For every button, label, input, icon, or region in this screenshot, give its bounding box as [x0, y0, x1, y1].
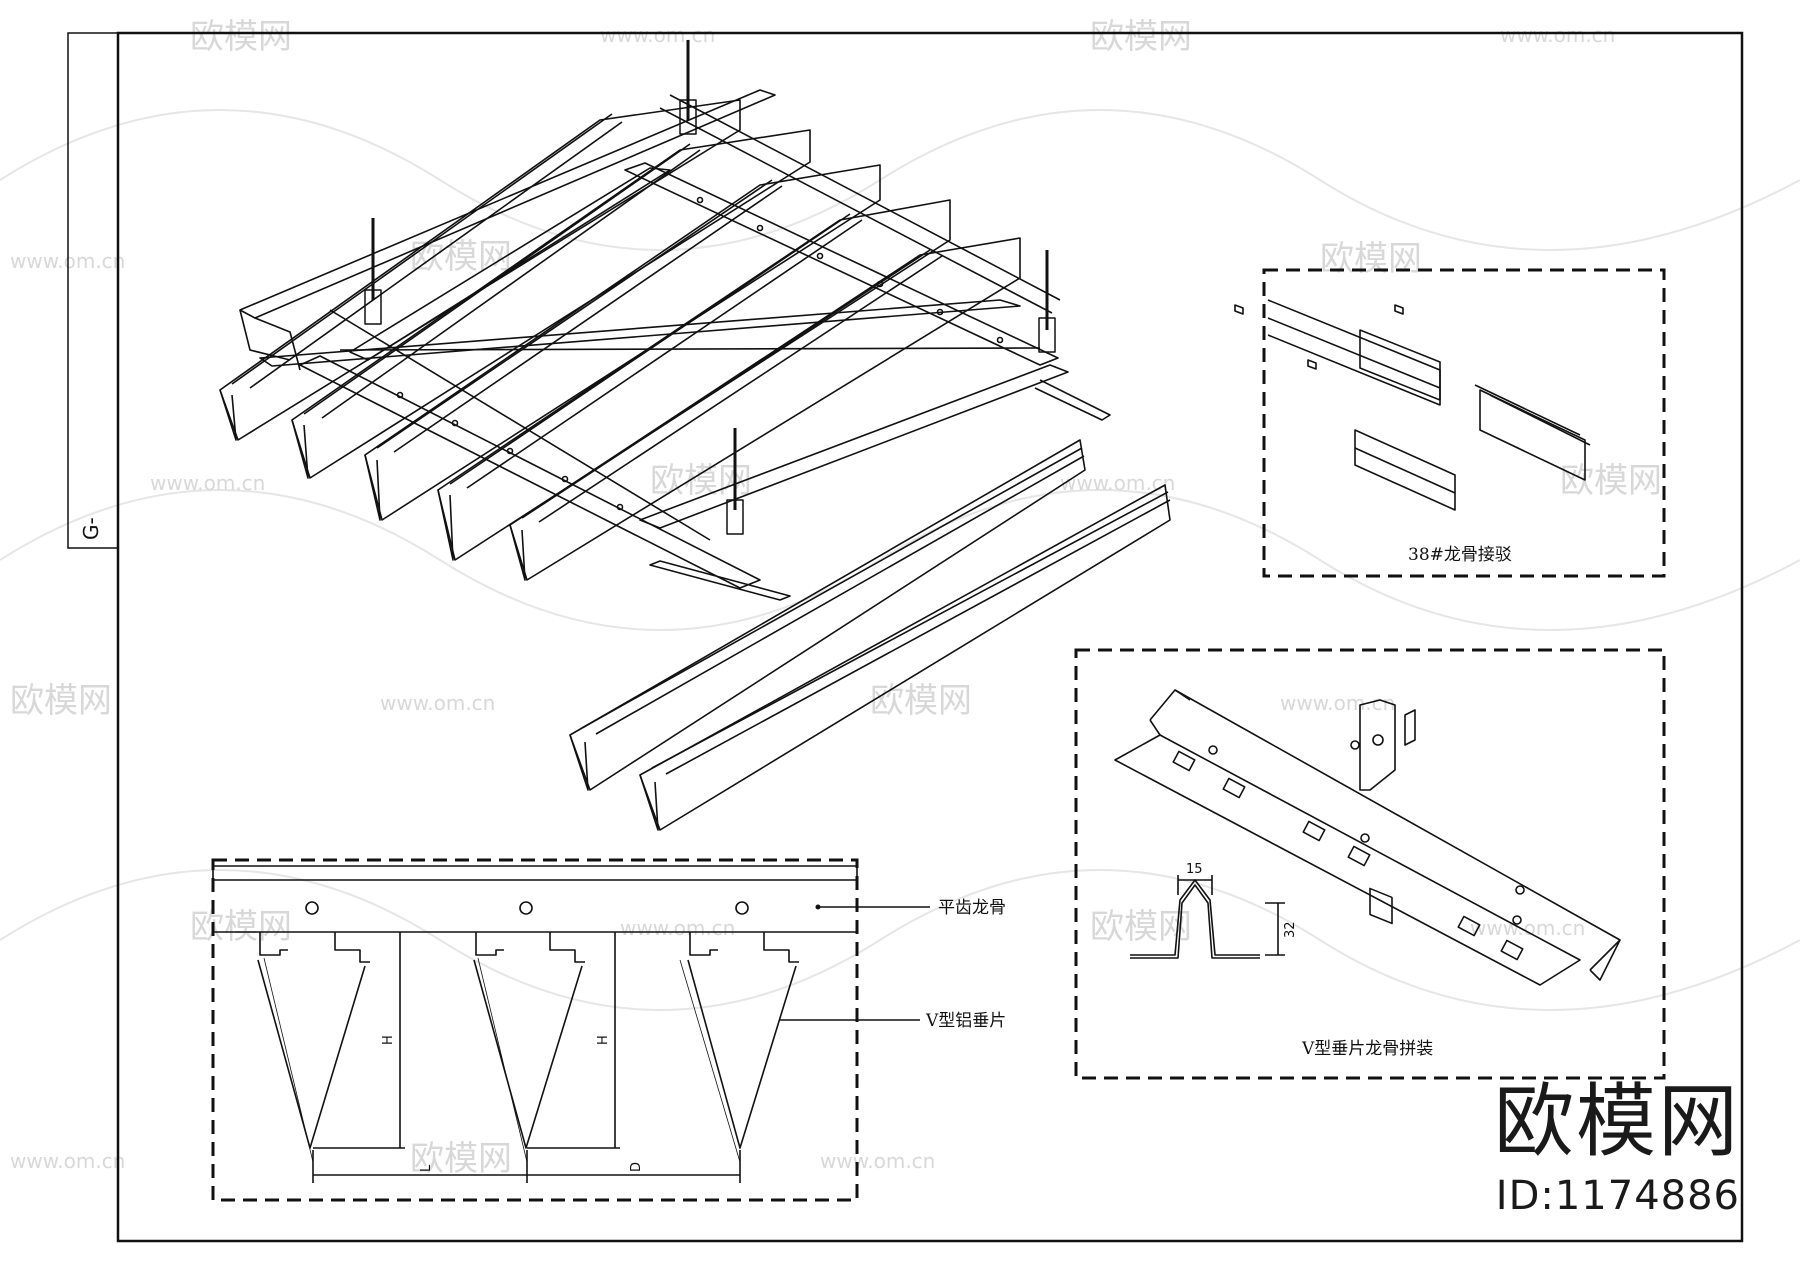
detail-frame-profile [211, 858, 859, 1202]
side-tab-label: G- [79, 517, 103, 540]
brand-name: 欧模网 [1494, 1075, 1740, 1168]
assembly-caption: V型垂片龙骨拼装 [1301, 1039, 1433, 1059]
watermark-logo: 欧模网 [10, 681, 112, 721]
watermark-texts: 欧模网 www.om.cn 欧模网 www.om.cn 欧模网 www.om.c… [10, 17, 1662, 1179]
ceiling-assembly-isometric [219, 40, 1171, 831]
detail-frame-joint [1262, 268, 1666, 578]
watermark-logo: 欧模网 [410, 1139, 512, 1179]
watermark-site: www.om.cn [380, 691, 495, 715]
label-v-blade: V型铝垂片 [925, 1011, 1006, 1031]
assembly-dim-height: 32 [1283, 921, 1298, 938]
watermark-site: www.om.cn [820, 1149, 935, 1173]
detail-keel-assembly: 15 32 V型垂片龙骨拼装 [1074, 648, 1666, 1080]
label-flat-tooth-keel: 平齿龙骨 [938, 898, 1006, 918]
v-blade-group-loose [569, 439, 1171, 831]
watermark-site: www.om.cn [1060, 471, 1175, 495]
watermark-site: www.om.cn [10, 1149, 125, 1173]
sheet-frame [116, 31, 1744, 1243]
detail-frame-assembly [1074, 648, 1666, 1080]
profile-dim-d: D [629, 1162, 644, 1172]
watermark-logo: 欧模网 [1320, 239, 1422, 279]
watermark-logo: 欧模网 [1560, 461, 1662, 501]
watermark-site: www.om.cn [150, 471, 265, 495]
brand-id: ID:1174886 [1495, 1173, 1740, 1219]
watermark-site: www.om.cn [600, 23, 715, 47]
watermark-logo: 欧模网 [410, 237, 512, 277]
watermark-logo: 欧模网 [1090, 907, 1192, 947]
assembly-dim-width: 15 [1186, 862, 1203, 877]
watermark-site: www.om.cn [1280, 691, 1395, 715]
watermark-site: www.om.cn [1470, 916, 1585, 940]
keel-holes [396, 196, 1004, 511]
detail-blade-profile: H H L D 平齿龙骨 V型铝垂片 [211, 858, 1006, 1202]
profile-dim-l: L [419, 1164, 434, 1172]
watermark-logo: 欧模网 [870, 681, 972, 721]
profile-dim-h2: H [596, 1035, 611, 1045]
hanger-rods [371, 40, 1049, 510]
watermark-logo: 欧模网 [190, 907, 292, 947]
watermark-logo: 欧模网 [190, 17, 292, 57]
detail-keel-joint: 38#龙骨接驳 [1234, 268, 1666, 925]
watermark-site: www.om.cn [620, 916, 735, 940]
watermark-logo: 欧模网 [1090, 17, 1192, 57]
profile-dim-h1: H [381, 1035, 396, 1045]
watermark-site: www.om.cn [1500, 23, 1615, 47]
v-blade-group-upper [219, 99, 1021, 581]
brand-mark: 欧模网 ID:1174886 [1494, 1075, 1740, 1219]
joint-caption: 38#龙骨接驳 [1408, 545, 1512, 565]
hanger-clips [364, 99, 1056, 535]
side-tab [67, 32, 119, 549]
